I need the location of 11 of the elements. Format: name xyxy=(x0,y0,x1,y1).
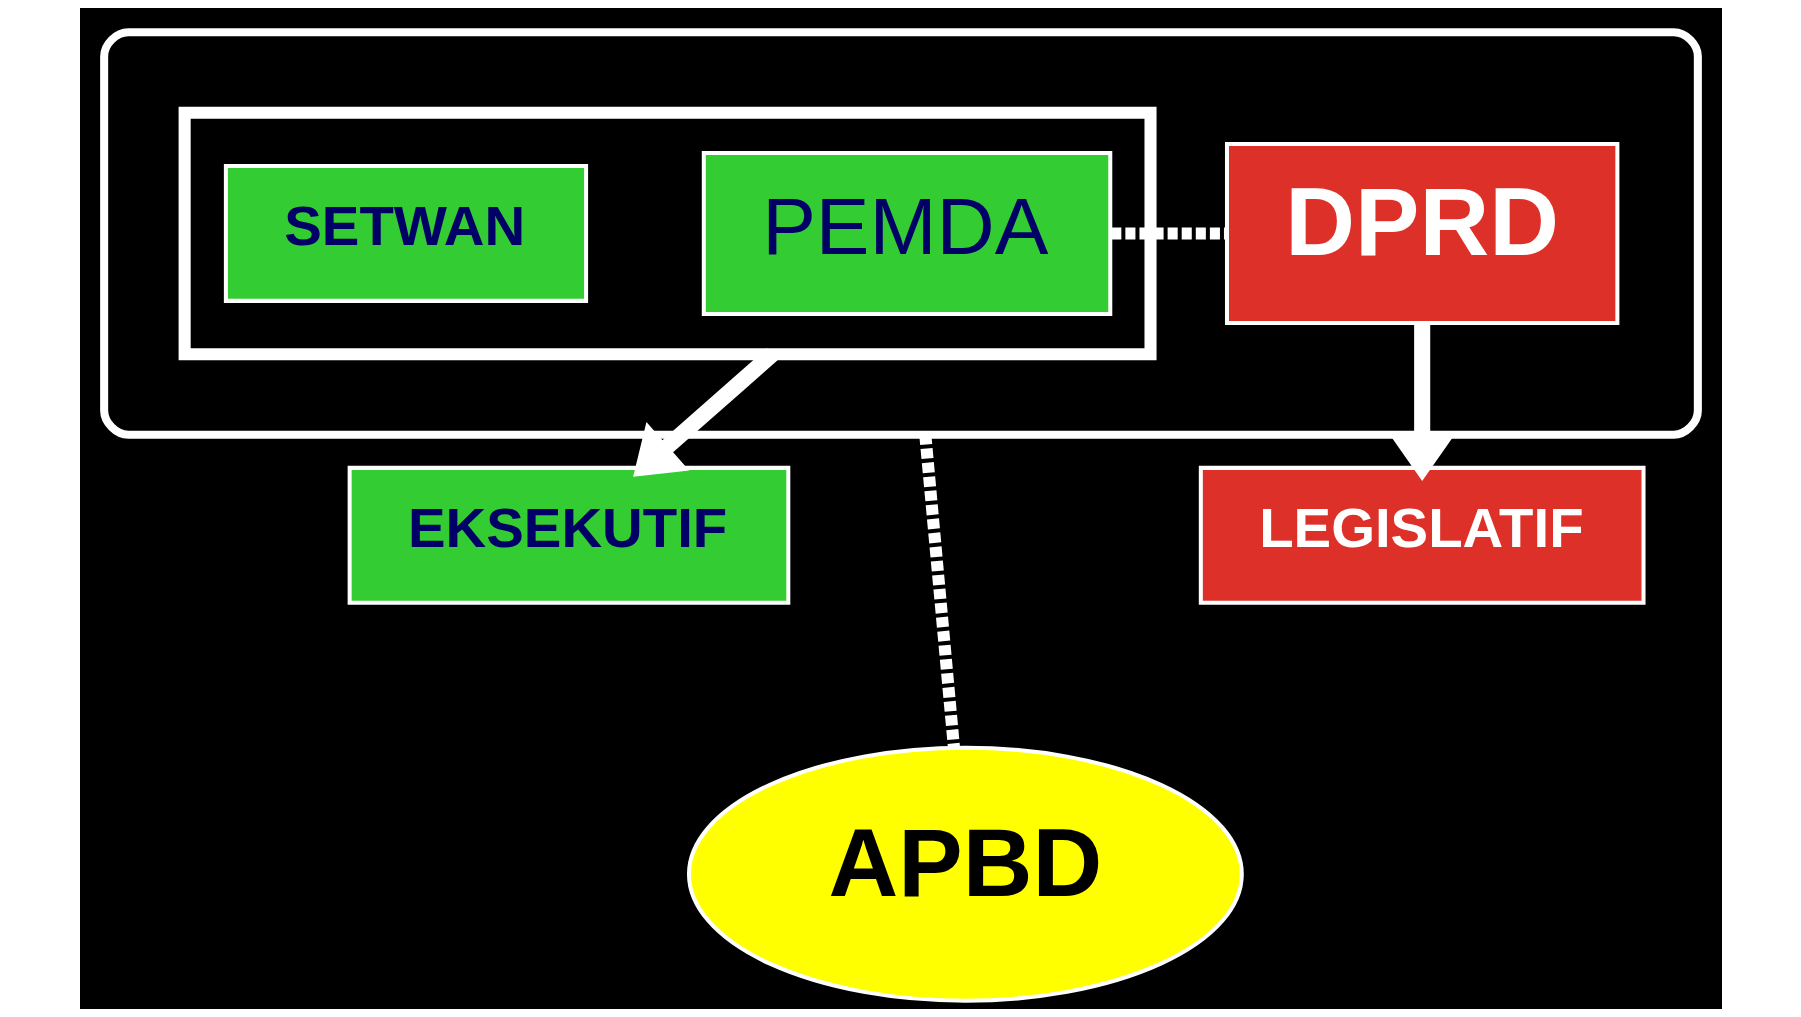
node-box: LEGISLATIF xyxy=(1198,465,1646,605)
node-box: PEMDA xyxy=(701,150,1112,316)
arrow xyxy=(1389,323,1455,481)
connector xyxy=(1110,227,1227,240)
cluster xyxy=(178,106,1157,361)
node-ellipse: APBD xyxy=(686,745,1244,1003)
node-box: DPRD xyxy=(1224,141,1619,325)
cluster xyxy=(99,28,1702,439)
arrow xyxy=(632,348,778,477)
node-box: SETWAN xyxy=(223,164,588,303)
node-box: EKSEKUTIF xyxy=(347,465,790,605)
